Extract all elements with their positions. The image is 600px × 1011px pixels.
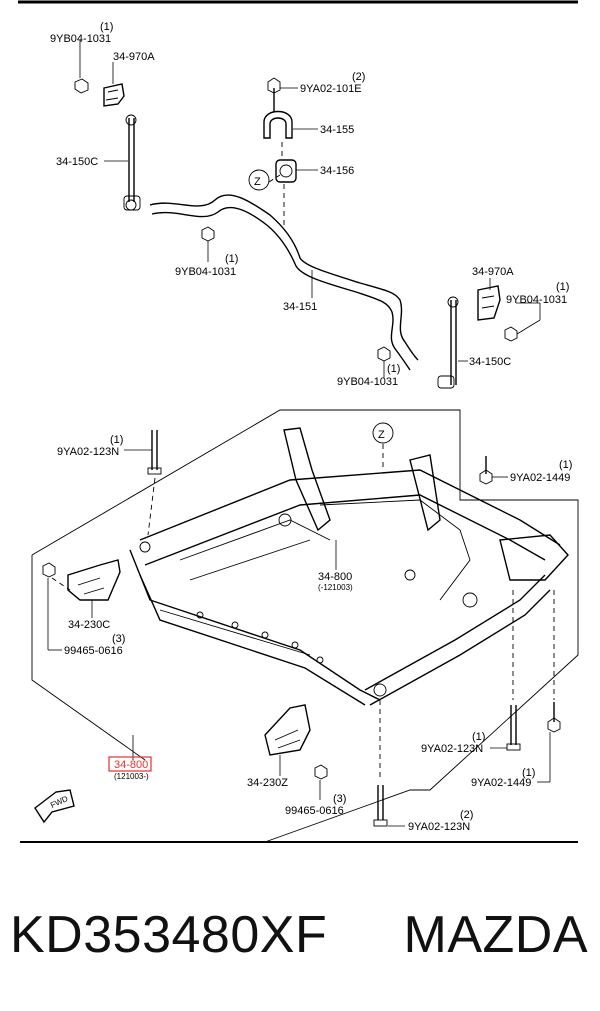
label-part-number[interactable]: 9YA02-1449: [471, 777, 531, 789]
label-part-number-highlighted[interactable]: 34-800: [114, 759, 148, 771]
leader-lines: [47, 40, 551, 827]
label-qty: (1): [387, 363, 400, 375]
label-part-number[interactable]: 99465-0616: [285, 805, 344, 817]
zone-marker: Z: [254, 176, 261, 188]
label-qty: (1): [100, 21, 113, 33]
label-part-number[interactable]: 34-800: [318, 571, 352, 583]
label-qty: (1): [472, 731, 485, 743]
label-qty: (3): [333, 793, 346, 805]
fwd-arrow-icon: [34, 789, 75, 824]
label-part-number[interactable]: 9YA02-123N: [408, 821, 470, 833]
label-qty: (1): [559, 459, 572, 471]
label-part-number[interactable]: 34-150C: [469, 356, 511, 368]
label-note: (121003-): [114, 772, 149, 781]
label-part-number[interactable]: 34-230Z: [247, 777, 288, 789]
label-part-number[interactable]: 34-155: [320, 124, 354, 136]
label-qty: (2): [352, 71, 365, 83]
callout-labels: (1) 9YB04-1031 34-970A (2) 9YA02-101E 34…: [49, 21, 572, 833]
label-part-number[interactable]: 9YA02-123N: [421, 743, 483, 755]
label-part-number[interactable]: 34-970A: [472, 266, 514, 278]
highlighted-part-box: [108, 756, 152, 772]
label-part-number[interactable]: 9YB04-1031: [506, 294, 567, 306]
label-note: (-121003): [318, 583, 353, 592]
label-qty: (1): [225, 253, 238, 265]
label-part-number[interactable]: 34-970A: [113, 51, 155, 63]
label-part-number[interactable]: 34-230C: [68, 619, 110, 631]
label-part-number[interactable]: 9YA02-1449: [510, 472, 570, 484]
part-number-caption: KD353480XF: [10, 906, 328, 964]
label-part-number[interactable]: 9YA02-123N: [57, 446, 119, 458]
label-part-number[interactable]: 9YA02-101E: [300, 83, 362, 95]
label-part-number[interactable]: 34-151: [283, 301, 317, 313]
brand-caption: MAZDA: [403, 906, 588, 964]
zone-marker: Z: [378, 429, 385, 441]
caption-bar: KD353480XF MAZDA: [0, 880, 600, 990]
label-qty: (1): [522, 767, 535, 779]
label-part-number[interactable]: 9YB04-1031: [175, 266, 236, 278]
label-part-number[interactable]: 9YB04-1031: [337, 376, 398, 388]
label-part-number[interactable]: 9YB04-1031: [50, 33, 111, 45]
label-qty: (1): [556, 281, 569, 293]
label-part-number[interactable]: 99465-0616: [64, 645, 123, 657]
label-part-number[interactable]: 34-156: [320, 165, 354, 177]
label-qty: (1): [110, 434, 123, 446]
label-qty: (3): [112, 633, 125, 645]
label-part-number[interactable]: 34-150C: [56, 156, 98, 168]
subframe-drawing: [31, 409, 579, 843]
label-qty: (2): [460, 809, 473, 821]
stabilizer-bar-drawing: [74, 77, 518, 389]
